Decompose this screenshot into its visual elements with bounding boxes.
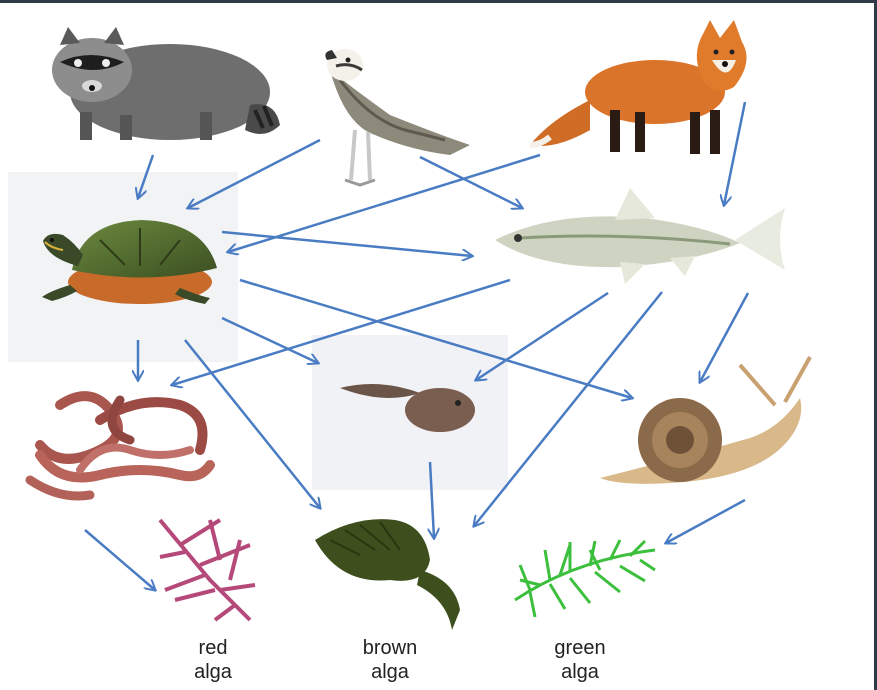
arrow-fox-to-minnow xyxy=(724,102,745,205)
green-alga-icon xyxy=(515,540,655,617)
worms-icon xyxy=(30,396,210,496)
red-alga-label: red alga xyxy=(168,636,258,684)
minnow-icon xyxy=(495,188,785,284)
brown-alga-icon xyxy=(315,519,460,630)
red-alga-label-line1: red xyxy=(168,636,258,660)
osprey-icon xyxy=(325,49,470,185)
brown-alga-label-line2: alga xyxy=(340,660,440,684)
arrow-worms-to-red-alga xyxy=(85,530,155,590)
brown-alga-label: brown alga xyxy=(340,636,440,684)
arrow-turtle-to-minnow xyxy=(222,232,472,256)
red-alga-label-line2: alga xyxy=(168,660,258,684)
red-alga-icon xyxy=(160,520,255,620)
raccoon-icon xyxy=(52,27,280,140)
green-alga-label-line2: alga xyxy=(530,660,630,684)
brown-alga-label-line1: brown xyxy=(340,636,440,660)
green-alga-label: green alga xyxy=(530,636,630,684)
fox-icon xyxy=(530,20,747,154)
arrow-snail-to-green-alga xyxy=(666,500,745,543)
green-alga-label-line1: green xyxy=(530,636,630,660)
snail-icon xyxy=(600,357,810,484)
